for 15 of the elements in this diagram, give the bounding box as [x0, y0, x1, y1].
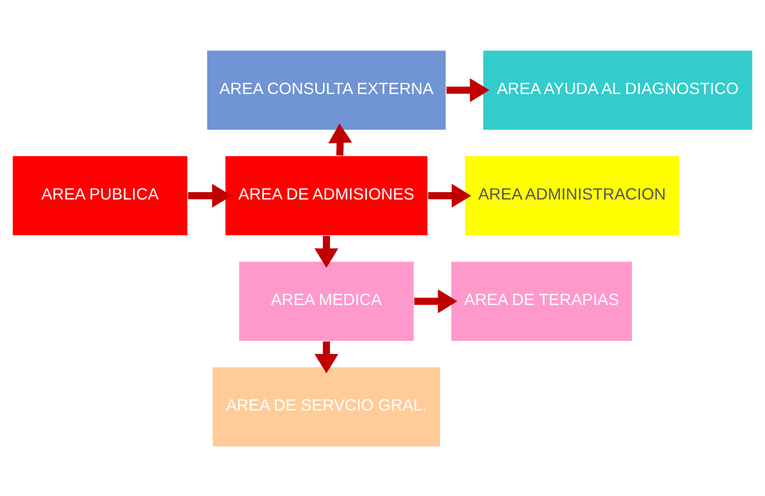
arrow	[314, 235, 338, 268]
arrow	[188, 183, 232, 208]
node-box: AREA DE ADMISIONES	[224, 154, 428, 236]
arrow	[414, 288, 458, 313]
node-box: AREA DE TERAPIAS	[450, 260, 633, 342]
arrow	[446, 78, 490, 102]
node-box: AREA AYUDA AL DIAGNOSTICO	[482, 49, 754, 130]
arrow	[328, 123, 352, 156]
node-box: AREA DE SERVCIO GRAL.	[212, 366, 442, 447]
node-box: AREA CONSULTA EXTERNA	[206, 49, 447, 130]
node-box: AREA ADMINISTRACION	[464, 154, 680, 236]
node-box: AREA MEDICA	[238, 260, 415, 342]
node-box: AREA PUBLICA	[12, 154, 188, 236]
arrow	[428, 183, 472, 208]
arrow	[314, 340, 338, 373]
